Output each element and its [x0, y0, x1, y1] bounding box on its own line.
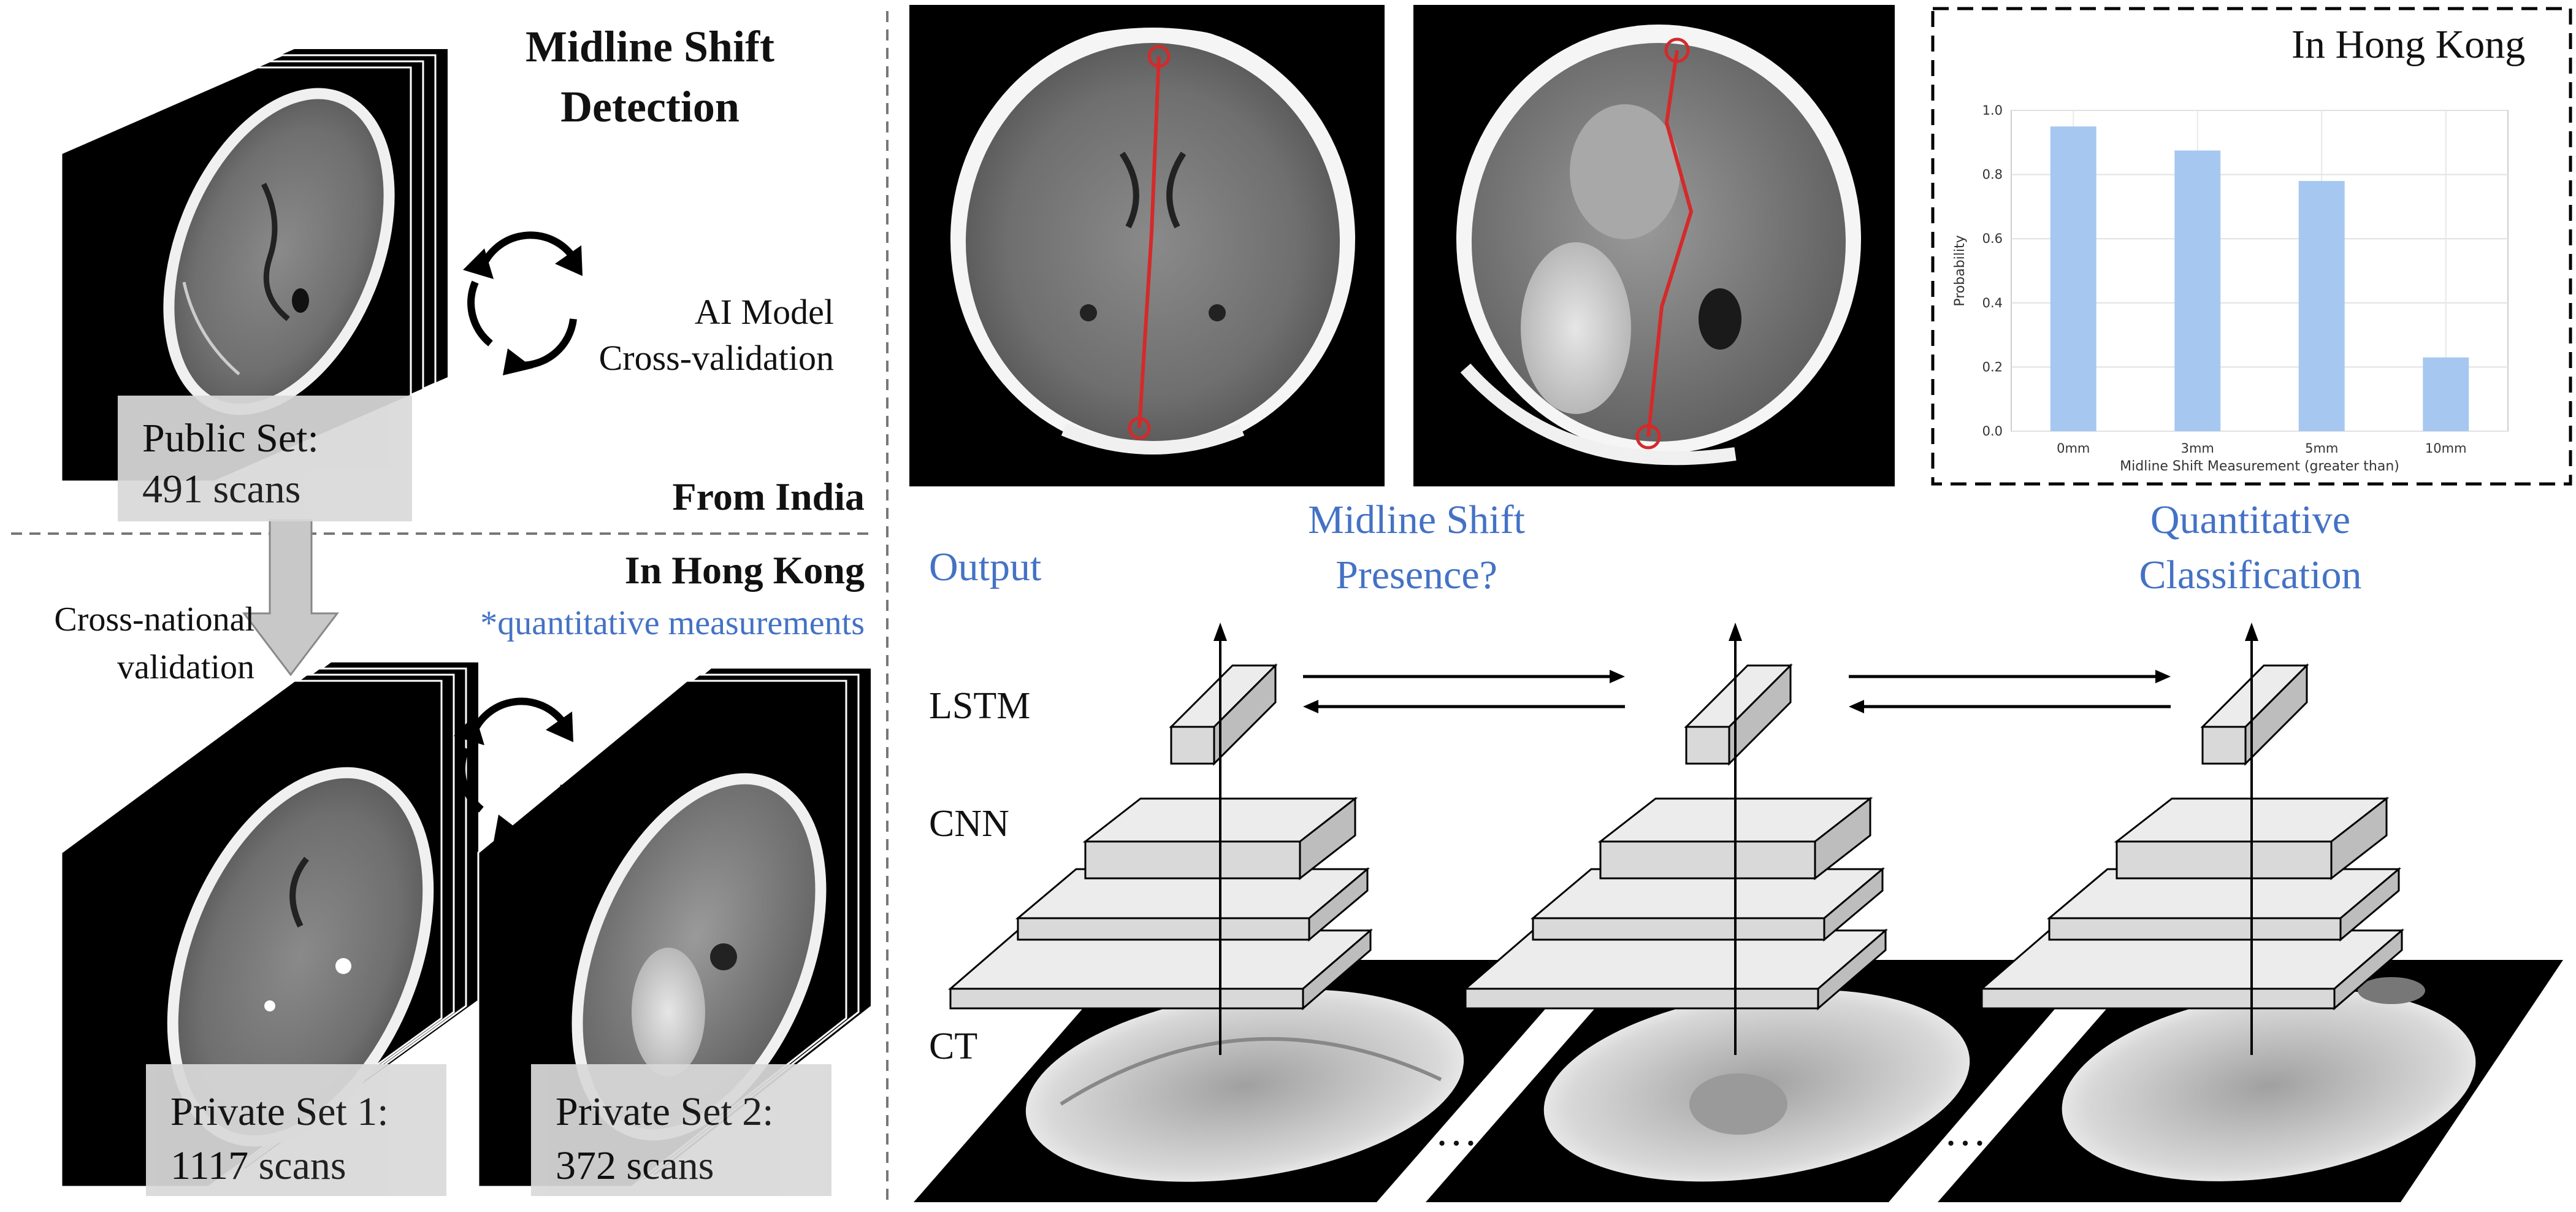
y-tick-label: 0.8: [1982, 167, 2003, 182]
inset-title: In Hong Kong: [2291, 22, 2526, 67]
y-tick-label: 1.0: [1982, 103, 2003, 118]
x-tick-label: 5mm: [2305, 441, 2338, 456]
ct-image-normal-midline: [909, 5, 1385, 486]
in-hong-kong-label: In Hong Kong: [624, 548, 865, 592]
title-line-1: Midline Shift: [525, 22, 775, 71]
cross-validation-label: Cross-validation: [598, 338, 834, 378]
ct-label: CT: [929, 1026, 978, 1067]
output-arrowhead: [2245, 623, 2258, 641]
cnn-layer-stack: [947, 796, 1374, 1011]
private-set2-count: 372 scans: [556, 1143, 714, 1188]
ct-image-shifted-midline: [1413, 5, 1895, 486]
pipeline-columns: [947, 623, 2405, 1055]
midline-trace: [1137, 56, 1161, 429]
title-line-2: Detection: [560, 82, 740, 131]
cnn-label: CNN: [929, 803, 1009, 845]
x-axis-label: Midline Shift Measurement (greater than): [2120, 459, 2399, 474]
ct-slice-1: [914, 960, 1588, 1202]
ct-slice-2: [1426, 960, 2097, 1202]
shifted-midline-trace: [1646, 50, 1694, 437]
cross-validation-cycle-icon: [463, 231, 583, 375]
from-india-label: From India: [672, 475, 865, 518]
private-set2-ct-stack: [477, 669, 871, 1188]
x-tick-label: 0mm: [2057, 441, 2090, 456]
public-set-label: Public Set:: [142, 416, 319, 461]
y-tick-label: 0.2: [1982, 359, 2003, 374]
quantitative-note: *quantitative measurements: [480, 604, 865, 642]
y-tick-label: 0.0: [1982, 424, 2003, 439]
ct-slice-3: [1938, 960, 2563, 1202]
y-axis-label: Probability: [1952, 235, 1968, 306]
x-tick-label: 10mm: [2425, 441, 2467, 456]
quant-class-line2: Classification: [2139, 553, 2362, 597]
quant-class-line1: Quantitative: [2150, 497, 2351, 542]
bar-0mm: [2050, 126, 2096, 431]
bar-5mm: [2298, 181, 2345, 431]
ai-model-label: AI Model: [694, 292, 834, 332]
y-tick-label: 0.4: [1982, 296, 2003, 310]
cross-national-label: Cross-national: [54, 600, 254, 639]
private-set1-box: Private Set 1: 1117 scans: [146, 1064, 446, 1196]
cnn-lstm-column-3: [1979, 623, 2405, 1055]
private-set2-label: Private Set 2:: [556, 1089, 774, 1134]
private-set1-label: Private Set 1:: [170, 1089, 389, 1134]
y-tick-label: 0.6: [1982, 231, 2003, 246]
lstm-label: LSTM: [929, 685, 1031, 727]
midline-presence-line1: Midline Shift: [1308, 497, 1525, 542]
private-set1-count: 1117 scans: [170, 1143, 346, 1188]
public-set-ct-stack: [60, 49, 448, 483]
private-set1-ct-stack: [60, 662, 478, 1188]
bar-10mm: [2423, 357, 2469, 431]
cross-validation-cycle-icon-bottom: [454, 697, 573, 842]
lstm-cell: [2200, 663, 2309, 766]
private-set2-box: Private Set 2: 372 scans: [531, 1064, 831, 1196]
lstm-cell: [1684, 663, 1793, 766]
cnn-layer-stack: [1979, 796, 2405, 1011]
public-set-box: Public Set: 491 scans: [118, 396, 412, 521]
public-set-count: 491 scans: [142, 467, 301, 512]
output-arrowhead: [1213, 623, 1227, 641]
x-tick-label: 3mm: [2181, 441, 2214, 456]
lstm-cell: [1169, 663, 1278, 766]
output-arrowhead: [1729, 623, 1742, 641]
cnn-layer-stack: [1462, 796, 1889, 1011]
lstm-bidirectional-arrows: [1303, 670, 2171, 713]
ellipsis-2: …: [1944, 1108, 1987, 1155]
bar-3mm: [2174, 150, 2221, 431]
validation-label: validation: [117, 648, 254, 686]
cross-national-arrow: [242, 519, 340, 677]
ellipsis-1: …: [1435, 1108, 1478, 1155]
midline-presence-line2: Presence?: [1336, 553, 1497, 597]
output-label: Output: [929, 545, 1042, 589]
cnn-lstm-column-2: [1462, 623, 1889, 1055]
cnn-lstm-column-1: [947, 623, 1374, 1055]
